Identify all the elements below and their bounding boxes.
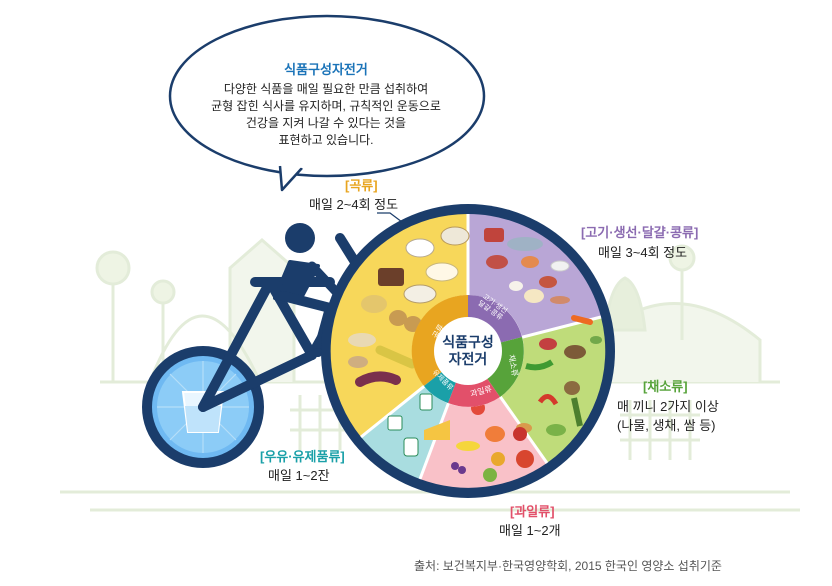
- serving-grains: 매일 2~4회 정도: [309, 197, 399, 212]
- bubble-text-line: 균형 잡힌 식사를 유지하며, 규칙적인 운동으로: [211, 99, 441, 113]
- serving-protein: 매일 3~4회 정도: [598, 245, 688, 260]
- grain-foods-illustration: [348, 226, 470, 387]
- source-citation: 출처: 보건복지부·한국영양학회, 2015 한국인 영양소 섭취기준: [414, 559, 722, 573]
- label-protein: [고기·생선·달걀·콩류]: [581, 225, 699, 240]
- serving-vegetables-line: (나물, 생채, 쌈 등): [617, 418, 716, 433]
- label-fruits: [과일류]: [510, 504, 555, 519]
- label-dairy: [우유·유제품류]: [260, 449, 345, 464]
- bubble-title: 식품구성자전거: [284, 62, 368, 77]
- serving-dairy: 매일 1~2잔: [268, 468, 330, 483]
- background-landscape: [60, 238, 800, 512]
- bubble-text-line: 다양한 식품을 매일 필요한 만큼 섭취하여: [223, 82, 429, 96]
- bubble-text-line: 건강을 지켜 나갈 수 있다는 것을: [245, 116, 407, 130]
- label-grains: [곡류]: [345, 178, 378, 193]
- bubble-text-line: 표현하고 있습니다.: [278, 133, 374, 147]
- protein-foods-illustration: [484, 228, 570, 304]
- wheel-center-title: 식품구성 자전거: [434, 334, 502, 368]
- wheel-center-line: 식품구성: [442, 334, 494, 350]
- serving-vegetables-line: 매 끼니 2가지 이상: [617, 399, 719, 414]
- food-wheel: [321, 204, 615, 498]
- label-vegetables: [채소류]: [643, 379, 688, 394]
- label-connectors: [377, 212, 403, 223]
- serving-fruits: 매일 1~2개: [499, 523, 561, 538]
- speech-bubble: [168, 14, 486, 192]
- segment-fruits: [420, 351, 547, 488]
- dairy-foods-illustration: [387, 393, 450, 457]
- fruit-foods-illustration: [451, 401, 534, 482]
- wheel-center-line: 자전거: [448, 351, 488, 367]
